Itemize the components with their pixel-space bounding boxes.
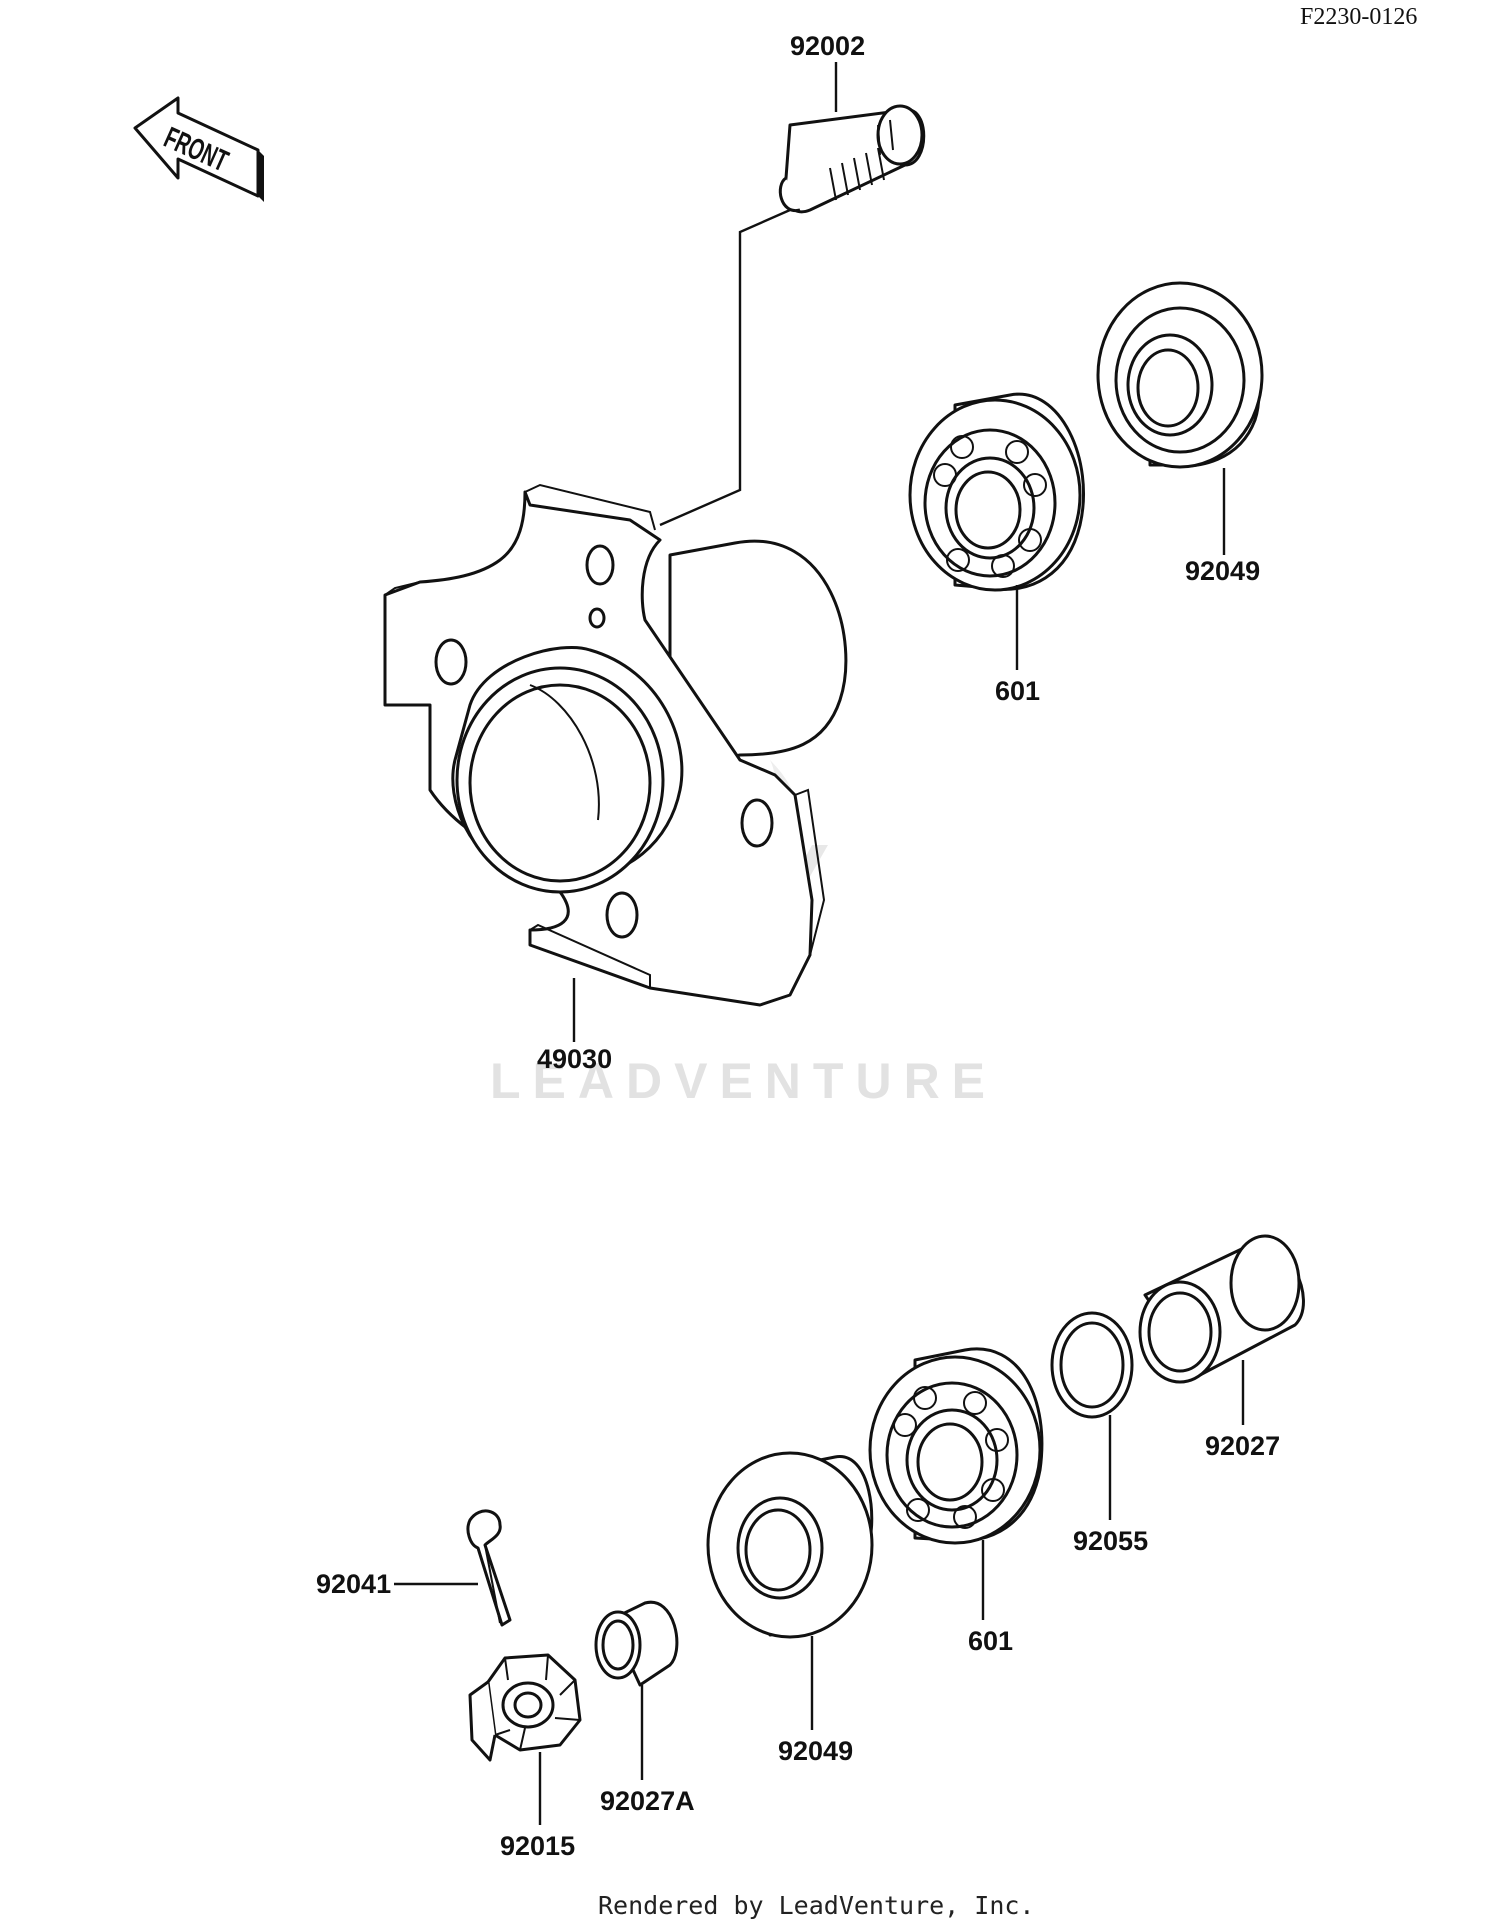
diagram-code: F2230-0126 (1300, 4, 1417, 30)
collar-92027A (594, 1600, 679, 1687)
label-92015: 92015 (500, 1831, 575, 1861)
oil-seal-92049-lower (706, 1451, 874, 1639)
cotter-pin-92041 (466, 1509, 512, 1627)
label-92055: 92055 (1073, 1526, 1148, 1556)
stud-bolt-92002 (778, 104, 926, 214)
wheel-hub-49030 (383, 483, 848, 1007)
label-92049-upper: 92049 (1185, 556, 1260, 586)
label-92027A: 92027A (600, 1786, 695, 1816)
leader-92002 (659, 62, 838, 527)
collar-92027 (1138, 1234, 1305, 1384)
washer-92055 (1050, 1311, 1134, 1419)
front-arrow-icon: FRONT (133, 96, 264, 202)
label-92041: 92041 (316, 1569, 391, 1599)
label-92049-lower: 92049 (778, 1736, 853, 1766)
label-601-lower: 601 (968, 1626, 1013, 1656)
label-601-upper: 601 (995, 676, 1040, 706)
watermark-text: LEADVENTURE (490, 1053, 997, 1109)
oil-seal-92049-upper (1096, 281, 1264, 469)
ball-bearing-601-upper (908, 392, 1085, 592)
label-92002: 92002 (790, 31, 865, 61)
footer-credit: Rendered by LeadVenture, Inc. (598, 1891, 1035, 1920)
ball-bearing-601-lower (868, 1347, 1044, 1545)
castle-nut-92015 (468, 1653, 582, 1762)
label-92027: 92027 (1205, 1431, 1280, 1461)
label-49030: 49030 (537, 1044, 612, 1074)
